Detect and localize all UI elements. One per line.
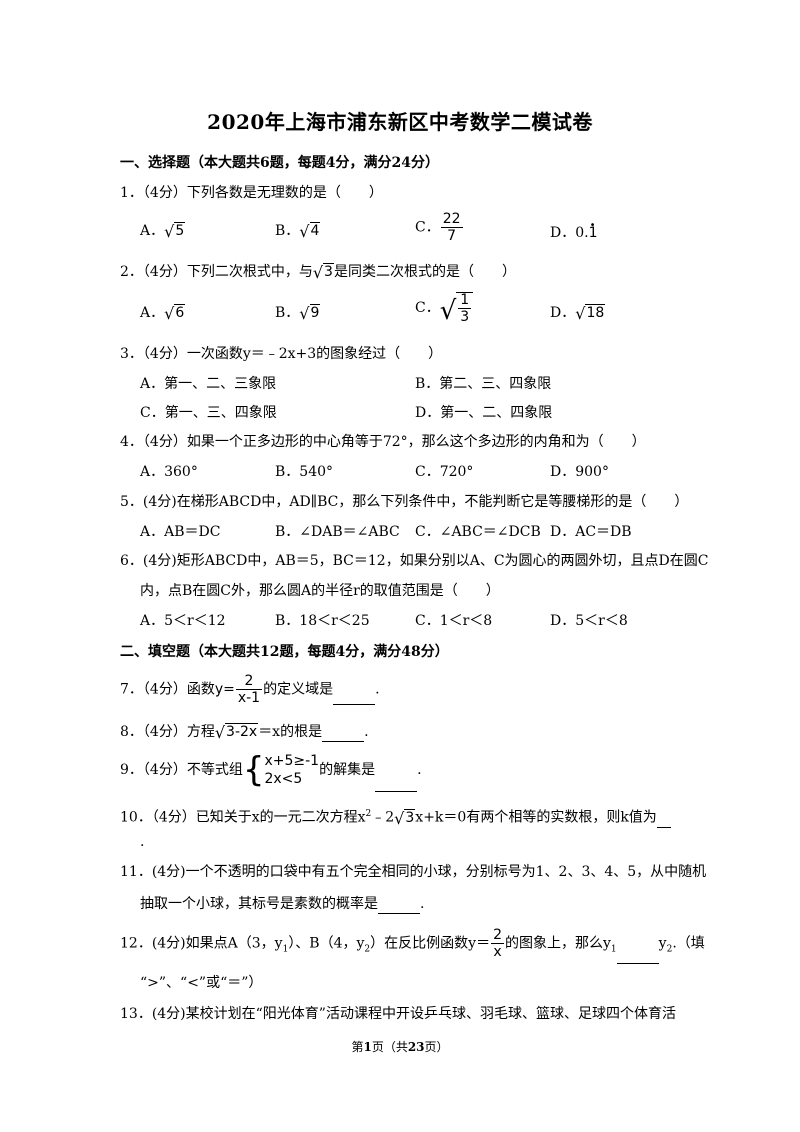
q4-option-b: B．540°: [275, 464, 334, 480]
answer-blank: [333, 690, 376, 705]
answer-blank: [322, 727, 365, 742]
question-4-stem: 4．（4分）如果一个正多边形的中心角等于72°，那么这个多边形的内角和为（ ）: [120, 434, 646, 450]
q4-option-c: C．720°: [415, 464, 474, 480]
q5-option-a: A．AB＝DC: [140, 524, 221, 540]
page-footer: 第1页（共23页）: [351, 1040, 449, 1054]
q6-option-d: D．5＜r＜8: [550, 613, 628, 629]
section-heading-choice: 一、选择题（本大题共6题，每题4分，满分24分）: [120, 155, 439, 171]
answer-blank: [375, 777, 418, 792]
q2-option-d: D．√18: [550, 303, 606, 323]
q4-option-d: D．900°: [550, 464, 609, 480]
question-11-line-1: 11．(4分)一个不透明的口袋中有五个完全相同的小球，分别标号为1、2、3、4、…: [120, 864, 707, 880]
answer-blank: [656, 813, 671, 828]
question-1-stem: 1．（4分）下列各数是无理数的是（ ）: [120, 185, 383, 201]
q6-option-a: A．5＜r＜12: [140, 613, 226, 629]
q3-option-d: D．第一、二、四象限: [415, 405, 553, 421]
q6-option-b: B．18＜r＜25: [275, 613, 370, 629]
answer-blank: [616, 949, 659, 965]
question-12-line-2: “>”、“<”或“＝”）: [140, 975, 263, 991]
q3-option-a: A．第一、二、三象限: [140, 376, 277, 392]
q1-option-a: A．√5: [140, 221, 186, 241]
question-5-stem: 5．(4分)在梯形ABCD中，AD∥BC，那么下列条件中，不能判断它是等腰梯形的…: [120, 494, 689, 510]
question-10-line-2: .: [140, 834, 145, 850]
question-13-line-1: 13．(4分)某校计划在“阳光体育”活动课程中开设乒乓球、羽毛球、篮球、足球四个…: [120, 1006, 676, 1022]
question-3-stem: 3．（4分）一次函数y＝﹣2x+3的图象经过（ ）: [120, 346, 443, 362]
q3-option-b: B．第二、三、四象限: [415, 376, 552, 392]
total-pages: 23: [407, 1040, 425, 1054]
q5-option-d: D．AC＝DB: [550, 524, 632, 540]
q3-option-c: C．第一、三、四象限: [140, 405, 277, 421]
q1-option-b: B．√4: [275, 221, 321, 241]
question-8: 8．（4分）方程√3-2x＝x的根是.: [120, 722, 369, 742]
q2-option-b: B．√9: [275, 303, 321, 323]
q6-option-c: C．1＜r＜8: [415, 613, 493, 629]
q2-option-a: A．√6: [140, 303, 186, 323]
section-heading-fill: 二、填空题（本大题共12题，每题4分，满分48分）: [120, 644, 449, 660]
question-11-line-2: 抽取一个小球，其标号是素数的概率是.: [140, 896, 425, 914]
page-title: 2020年上海市浦东新区中考数学二模试卷: [207, 110, 593, 134]
q5-option-b: B．∠DAB＝∠ABC: [275, 524, 400, 540]
page-number: 1: [363, 1040, 372, 1054]
q4-option-a: A．360°: [140, 464, 198, 480]
question-6-line-1: 6．(4分)矩形ABCD中，AB＝5，BC＝12，如果分别以A、C为圆心的两圆外…: [120, 553, 709, 569]
q5-option-c: C．∠ABC＝∠DCB: [415, 524, 541, 540]
q1-option-d: D．0.1: [550, 222, 598, 244]
answer-blank: [378, 899, 420, 914]
question-6-line-2: 内，点B在圆C外，那么圆A的半径r的取值范围是（ ）: [140, 583, 500, 599]
